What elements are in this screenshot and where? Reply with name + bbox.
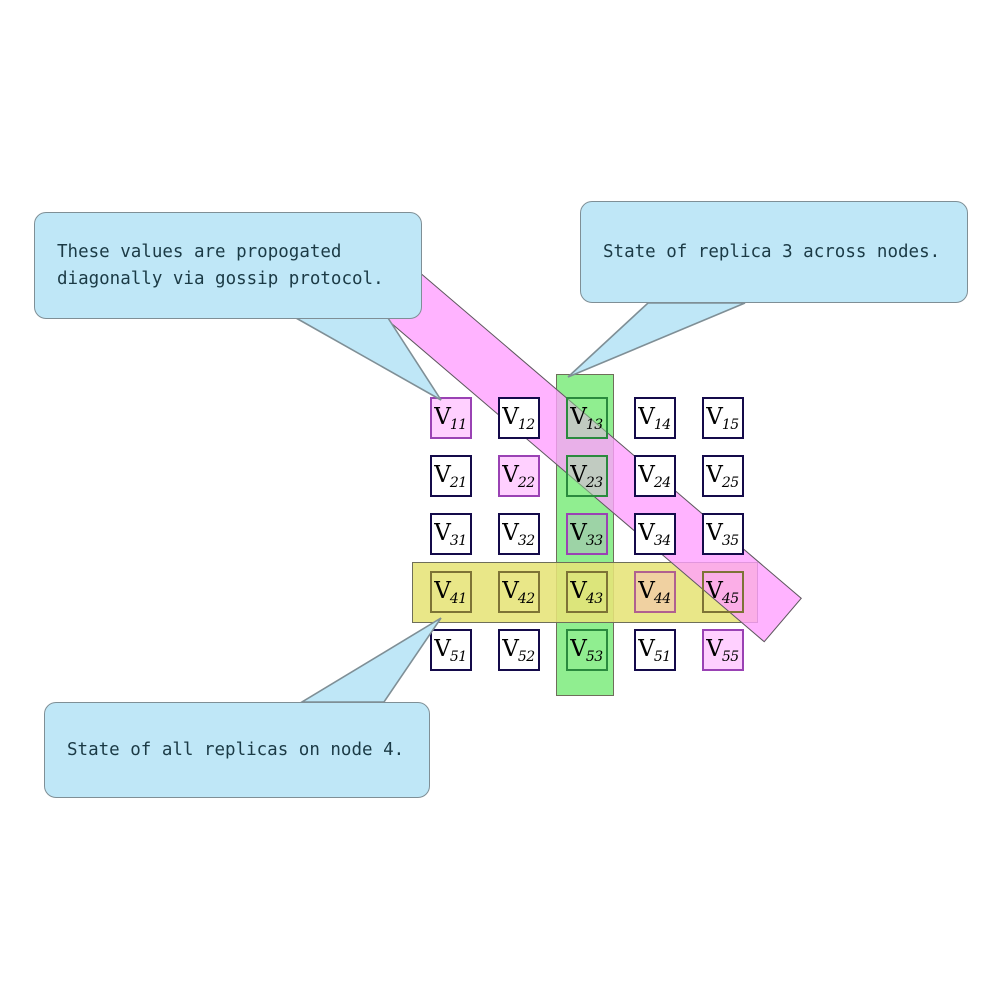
callout-node-text: State of all replicas on node 4. (67, 739, 405, 760)
cell-label-v24: V24 (638, 461, 671, 491)
cell-label-v34: V34 (638, 519, 671, 549)
cell-label-v42: V42 (502, 577, 535, 607)
cell-subscript-v15: 15 (721, 416, 739, 433)
cell-label-v22: V22 (502, 461, 535, 491)
cell-v43[interactable]: V43 (566, 571, 608, 613)
cell-v34[interactable]: V34 (634, 513, 676, 555)
cell-v35[interactable]: V35 (702, 513, 744, 555)
cell-v52[interactable]: V52 (498, 629, 540, 671)
cell-v54[interactable]: V51 (634, 629, 676, 671)
cell-v13[interactable]: V13 (566, 397, 608, 439)
cell-subscript-v53: 53 (585, 648, 603, 665)
cell-label-v15: V15 (706, 403, 739, 433)
cell-subscript-v42: 42 (517, 590, 535, 607)
cell-v12[interactable]: V12 (498, 397, 540, 439)
cell-label-v53: V53 (570, 635, 603, 665)
cell-v22[interactable]: V22 (498, 455, 540, 497)
cell-v14[interactable]: V14 (634, 397, 676, 439)
node-callout-tail (299, 617, 442, 703)
cell-subscript-v35: 35 (721, 532, 739, 549)
cell-subscript-v24: 24 (653, 474, 671, 491)
cell-subscript-v34: 34 (653, 532, 671, 549)
cell-label-v25: V25 (706, 461, 739, 491)
callout-gossip: These values are propogated diagonally v… (34, 212, 422, 319)
cell-v33[interactable]: V33 (566, 513, 608, 555)
cell-subscript-v44: 44 (653, 590, 671, 607)
cell-label-v13: V13 (570, 403, 603, 433)
cell-subscript-v12: 12 (517, 416, 535, 433)
cell-v15[interactable]: V15 (702, 397, 744, 439)
cell-label-v44: V44 (638, 577, 671, 607)
cell-label-v31: V31 (434, 519, 467, 549)
cell-v41[interactable]: V41 (430, 571, 472, 613)
cell-subscript-v25: 25 (721, 474, 739, 491)
cell-v24[interactable]: V24 (634, 455, 676, 497)
cell-subscript-v31: 31 (449, 532, 467, 549)
cell-v45[interactable]: V45 (702, 571, 744, 613)
cell-subscript-v55: 55 (721, 648, 739, 665)
cell-subscript-v23: 23 (585, 474, 603, 491)
cell-v23[interactable]: V23 (566, 455, 608, 497)
cell-label-v45: V45 (706, 577, 739, 607)
cell-v21[interactable]: V21 (430, 455, 472, 497)
cell-label-v52: V52 (502, 635, 535, 665)
cell-v55[interactable]: V55 (702, 629, 744, 671)
cell-label-v51: V51 (434, 635, 467, 665)
callout-gossip-text: These values are propogated diagonally v… (57, 242, 384, 289)
cell-subscript-v22: 22 (517, 474, 535, 491)
cell-v53[interactable]: V53 (566, 629, 608, 671)
cell-subscript-v43: 43 (585, 590, 603, 607)
cell-subscript-v51: 51 (449, 648, 467, 665)
callout-node: State of all replicas on node 4. (44, 702, 430, 798)
cell-subscript-v13: 13 (585, 416, 603, 433)
cell-subscript-v14: 14 (653, 416, 671, 433)
cell-label-v12: V12 (502, 403, 535, 433)
cell-subscript-v52: 52 (517, 648, 535, 665)
cell-subscript-v41: 41 (449, 590, 467, 607)
cell-label-v21: V21 (434, 461, 467, 491)
cell-label-v43: V43 (570, 577, 603, 607)
cell-subscript-v45: 45 (721, 590, 739, 607)
cell-v11[interactable]: V11 (430, 397, 472, 439)
cell-v31[interactable]: V31 (430, 513, 472, 555)
cell-v42[interactable]: V42 (498, 571, 540, 613)
cell-subscript-v32: 32 (517, 532, 535, 549)
cell-label-v35: V35 (706, 519, 739, 549)
cell-subscript-v21: 21 (449, 474, 467, 491)
cell-subscript-v54: 51 (653, 648, 671, 665)
cell-label-v14: V14 (638, 403, 671, 433)
cell-label-v55: V55 (706, 635, 739, 665)
cell-v25[interactable]: V25 (702, 455, 744, 497)
cell-subscript-v33: 33 (585, 532, 603, 549)
cell-v32[interactable]: V32 (498, 513, 540, 555)
cell-label-v54: V51 (638, 635, 671, 665)
cell-v44[interactable]: V44 (634, 571, 676, 613)
cell-label-v41: V41 (434, 577, 467, 607)
callout-replica: State of replica 3 across nodes. (580, 201, 968, 303)
callout-replica-text: State of replica 3 across nodes. (603, 241, 941, 262)
cell-label-v32: V32 (502, 519, 535, 549)
replica-callout-tail (567, 302, 746, 378)
cell-subscript-v11: 11 (449, 416, 467, 433)
cell-label-v11: V11 (434, 403, 467, 433)
cell-v51[interactable]: V51 (430, 629, 472, 671)
cell-label-v33: V33 (570, 519, 603, 549)
cell-label-v23: V23 (570, 461, 603, 491)
